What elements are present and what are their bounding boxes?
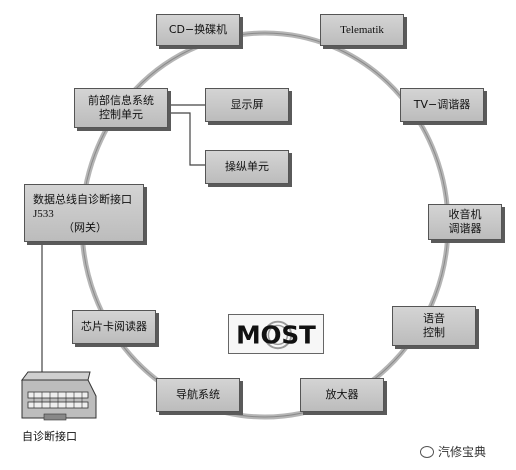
node-control-unit: 操纵单元 bbox=[205, 150, 289, 184]
node-voice-control: 语音 控制 bbox=[392, 306, 476, 346]
gateway-label-line3: （网关） bbox=[63, 221, 107, 234]
wechat-icon bbox=[420, 445, 434, 458]
node-card-reader: 芯片卡阅读器 bbox=[72, 310, 156, 344]
most-logo: MOST bbox=[228, 314, 324, 354]
node-telematik: Telematik bbox=[320, 14, 404, 46]
watermark: 汽修宝典 bbox=[420, 443, 486, 460]
node-radio-tuner: 收音机 调谐器 bbox=[428, 204, 502, 240]
diagnostic-port-label: 自诊断接口 bbox=[22, 430, 77, 443]
node-display: 显示屏 bbox=[205, 88, 289, 122]
node-tv-tuner: TV−调谐器 bbox=[400, 88, 484, 122]
watermark-text: 汽修宝典 bbox=[438, 445, 487, 459]
most-logo-graphic: MOST bbox=[236, 321, 316, 350]
gateway-label-line2: J533 bbox=[33, 208, 54, 220]
node-amplifier: 放大器 bbox=[300, 378, 384, 412]
most-logo-text: MOST bbox=[236, 321, 316, 350]
gateway-label-line1: 数据总线自诊断接口 bbox=[33, 193, 132, 206]
connector-control-unit bbox=[168, 112, 205, 166]
node-front-info-control-unit: 前部信息系统 控制单元 bbox=[74, 88, 168, 128]
diagnostic-connector-icon bbox=[21, 371, 97, 421]
node-cd-changer: CD−换碟机 bbox=[156, 14, 240, 46]
node-navigation: 导航系统 bbox=[156, 378, 240, 412]
node-gateway: 数据总线自诊断接口 J533 （网关） bbox=[24, 184, 144, 242]
